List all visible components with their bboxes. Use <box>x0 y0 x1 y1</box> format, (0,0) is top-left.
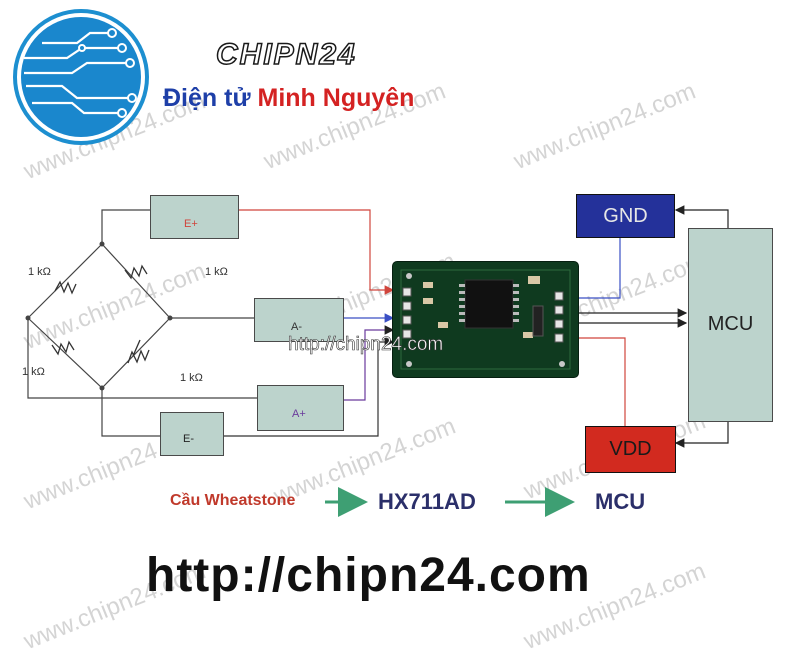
circuit-diagram <box>25 205 729 517</box>
terminal-a-minus: A- <box>254 298 344 342</box>
footer-url: http://chipn24.com <box>146 549 591 602</box>
vdd-label: VDD <box>609 438 652 460</box>
terminal-e-plus: E+ <box>150 195 239 239</box>
terminal-label: A- <box>291 321 302 333</box>
circuit-logo-icon <box>13 9 149 145</box>
vdd-box: VDD <box>585 426 676 473</box>
terminal-label: E- <box>183 433 194 445</box>
gnd-box: GND <box>576 194 675 238</box>
brand-subtitle: Điện tử Minh Nguyên <box>163 84 414 113</box>
mcu-box: MCU <box>688 228 773 422</box>
terminal-e-minus: E- <box>160 412 224 456</box>
resistor-label: 1 kΩ <box>22 366 45 378</box>
brand-subtitle-part2: Minh Nguyên <box>257 84 415 112</box>
flow-step-hx711: HX711AD <box>378 489 476 514</box>
brand-logo <box>12 8 150 146</box>
brand-subtitle-part1: Điện tử <box>163 84 251 112</box>
brand-name: CHIPN24 <box>215 37 357 72</box>
terminal-a-plus: A+ <box>257 385 344 431</box>
wheatstone-bridge <box>27 209 257 437</box>
pcb-artwork-icon <box>400 269 571 370</box>
board-watermark: http://chipn24.com <box>288 334 444 356</box>
flow-step-mcu: MCU <box>595 489 646 514</box>
resistor-label: 1 kΩ <box>28 266 51 278</box>
mcu-label: MCU <box>707 313 754 335</box>
terminal-label: A+ <box>292 408 306 420</box>
gnd-label: GND <box>603 205 648 227</box>
terminal-label: E+ <box>184 218 198 230</box>
resistor-label: 1 kΩ <box>180 372 203 384</box>
hx711-board <box>393 262 578 377</box>
flow-step-wheatstone: Cầu Wheatstone <box>170 492 296 509</box>
resistor-label: 1 kΩ <box>205 266 228 278</box>
